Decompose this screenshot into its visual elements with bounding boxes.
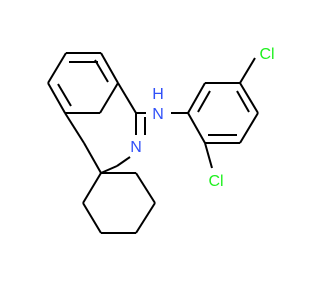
bond [187, 112, 206, 144]
bond-double-inner [197, 90, 211, 113]
bond-from-imine-n [116, 156, 131, 167]
bond [135, 202, 156, 234]
bond [82, 172, 102, 204]
bond [135, 172, 156, 204]
benzo-ring [47, 52, 119, 114]
bond-to-cl [204, 142, 213, 169]
bond [239, 82, 259, 114]
bond [83, 142, 102, 174]
bond-double-inner [57, 83, 72, 107]
bond [99, 82, 119, 114]
cyclohexane-ring [82, 172, 156, 234]
bond [82, 202, 102, 234]
chlorine-top-label: Cl [259, 46, 274, 63]
background [0, 0, 300, 300]
bond-to-cl [239, 57, 256, 84]
amine-nitrogen-label: N [152, 106, 164, 123]
bond [187, 82, 206, 114]
bond [117, 82, 137, 114]
molecule-diagram: N H N Cl Cl [0, 0, 300, 300]
bond [239, 112, 259, 144]
structure-svg: N H N Cl Cl [0, 0, 300, 300]
bond-double-inner [94, 59, 109, 83]
bond [100, 165, 118, 174]
bond [47, 52, 67, 84]
bond [100, 52, 119, 84]
amine-hydrogen-label: H [152, 86, 164, 103]
chlorine-bottom-label: Cl [208, 173, 223, 190]
bond-double-inner [236, 90, 250, 113]
bond [64, 112, 85, 144]
heterocycle-ring [64, 82, 146, 174]
imine-nitrogen-label: N [130, 139, 142, 156]
bond [47, 82, 66, 114]
dichlorophenyl-ring [187, 57, 259, 169]
